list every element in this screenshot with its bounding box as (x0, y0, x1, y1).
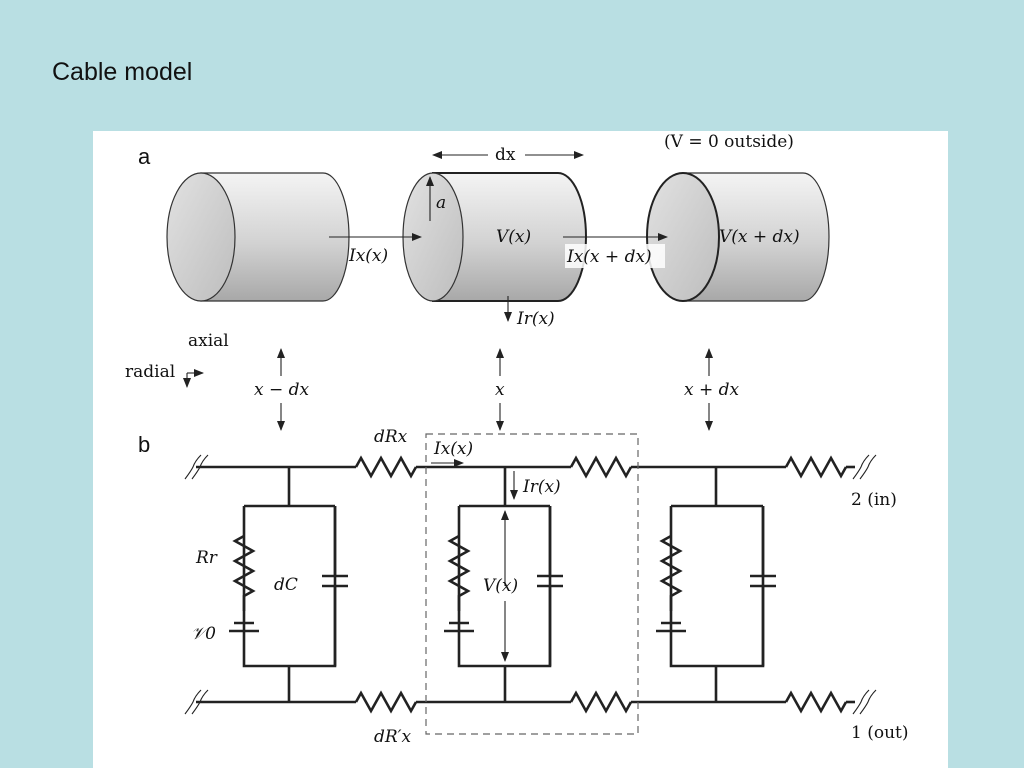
axial-current-in-label: Ix(x) (348, 246, 388, 266)
position-right-label: x + dx (684, 380, 740, 400)
figure-panel: a (V = 0 outside) dx a Ix(x) Ix(x + dx) … (93, 131, 948, 768)
axial-label: axial (188, 331, 229, 351)
compartment-dashed-box (425, 433, 639, 735)
outside-note: (V = 0 outside) (664, 132, 794, 152)
cylinder-middle (402, 172, 587, 302)
radius-label: a (436, 193, 446, 213)
top-rail (196, 455, 855, 479)
V0-label: 𝒱0 (191, 624, 216, 644)
break-symbol-top-right (852, 454, 877, 480)
break-symbol-bottom-right (852, 689, 877, 715)
break-symbol-bottom-left (184, 689, 209, 715)
dRx-prime-label: dR′x (374, 727, 412, 747)
voltage-right-label: V(x + dx) (719, 227, 800, 247)
cable-diagram: a (V = 0 outside) dx a Ix(x) Ix(x + dx) … (125, 132, 909, 747)
terminal-out-label: 1 (out) (851, 723, 909, 743)
ix-label: Ix(x) (433, 439, 473, 459)
vx-label: V(x) (483, 576, 518, 596)
panel-b-letter: b (138, 432, 150, 457)
Rr-label: Rr (195, 548, 218, 568)
membrane-unit-left (229, 467, 348, 702)
ir-label: Ir(x) (522, 477, 561, 497)
dx-label: dx (495, 145, 516, 165)
dC-label: dC (274, 575, 298, 595)
cylinder-left (166, 172, 350, 302)
membrane-unit-right (656, 467, 776, 702)
radial-label: radial (125, 362, 175, 382)
membrane-unit-middle (444, 467, 563, 702)
terminal-in-label: 2 (in) (851, 490, 897, 510)
cylinder-right (646, 172, 830, 302)
axial-current-out-label: Ix(x + dx) (566, 247, 652, 267)
voltage-mid-label: V(x) (496, 227, 531, 247)
radial-current-label: Ir(x) (516, 309, 555, 329)
position-mid-label: x (495, 380, 505, 400)
dRx-label: dRx (374, 427, 408, 447)
slide-title: Cable model (52, 58, 193, 86)
panel-a-letter: a (138, 144, 151, 169)
bottom-rail (196, 690, 855, 714)
axial-current-out-bg (565, 244, 665, 268)
position-left-label: x − dx (254, 380, 310, 400)
orientation-axes-icon (183, 369, 204, 388)
break-symbol-top-left (184, 454, 209, 480)
